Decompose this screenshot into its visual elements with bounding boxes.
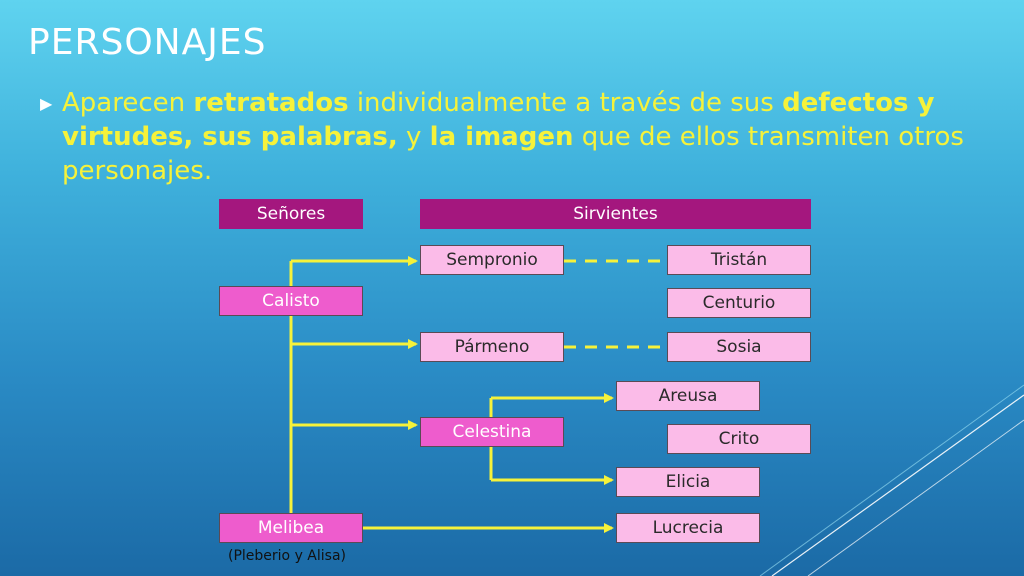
node-parmeno: Pármeno <box>420 332 564 362</box>
header-senores: Señores <box>219 199 363 229</box>
node-crito: Crito <box>667 424 811 454</box>
bullet-segment: defectos y virtudes, sus palabras, <box>62 88 935 152</box>
node-sempronio: Sempronio <box>420 245 564 275</box>
node-centurio: Centurio <box>667 288 811 318</box>
node-melibea: Melibea <box>219 513 363 543</box>
bullet-text: Aparecen retratados individualmente a tr… <box>62 86 1000 188</box>
bullet-segment: retratados <box>193 88 349 118</box>
note-pleberio-alisa: (Pleberio y Alisa) <box>228 548 346 564</box>
node-calisto: Calisto <box>219 286 363 316</box>
slide-title: PERSONAJES <box>28 22 267 63</box>
bullet-segment: la imagen <box>429 122 574 152</box>
triangle-bullet-icon: ▶ <box>40 94 53 113</box>
header-sirvientes: Sirvientes <box>420 199 811 229</box>
node-celestina: Celestina <box>420 417 564 447</box>
node-lucrecia: Lucrecia <box>616 513 760 543</box>
node-sosia: Sosia <box>667 332 811 362</box>
bullet-segment: individualmente a través de sus <box>348 88 783 118</box>
bullet-point: ▶ Aparecen retratados individualmente a … <box>40 86 1000 188</box>
bullet-segment: que de ellos transmiten otros personajes… <box>62 122 964 186</box>
bullet-segment: y <box>397 122 430 152</box>
node-tristan: Tristán <box>667 245 811 275</box>
node-areusa: Areusa <box>616 381 760 411</box>
bullet-segment: Aparecen <box>62 88 194 118</box>
node-elicia: Elicia <box>616 467 760 497</box>
